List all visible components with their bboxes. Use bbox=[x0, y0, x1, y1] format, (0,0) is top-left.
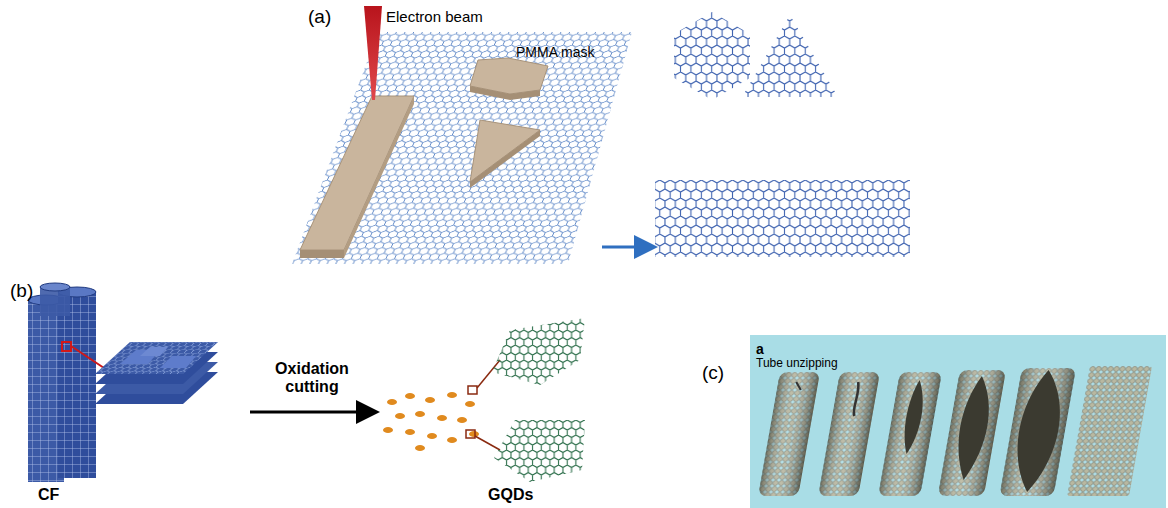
gqd-callout bbox=[466, 315, 588, 486]
process-arrow bbox=[250, 411, 374, 414]
electron-beam bbox=[364, 6, 382, 100]
panel-caption: Tube unzipping bbox=[756, 357, 1160, 371]
panel-label: Electron beam bbox=[386, 8, 483, 25]
process-arrow bbox=[602, 246, 652, 249]
graphene-nanostructures bbox=[655, 8, 910, 257]
panel-label: (a) bbox=[308, 6, 331, 28]
panel-label: GQDs bbox=[488, 486, 533, 504]
panel-label: PMMA mask bbox=[516, 44, 595, 60]
graphene-sheet bbox=[292, 32, 632, 264]
image-panel: aTube unzipping bbox=[750, 335, 1166, 508]
pmma-mask bbox=[300, 58, 548, 258]
nanotube-unzipping bbox=[758, 366, 1152, 496]
panel-label: (c) bbox=[702, 362, 724, 384]
panel-background bbox=[750, 335, 1166, 508]
panel-label: CF bbox=[38, 486, 59, 504]
quantum-dots bbox=[383, 392, 479, 451]
panel-label: (b) bbox=[10, 280, 33, 302]
panel-letter: a bbox=[756, 341, 1160, 357]
graphite-stack bbox=[95, 342, 218, 404]
panel-label: Oxidation cutting bbox=[252, 360, 372, 397]
